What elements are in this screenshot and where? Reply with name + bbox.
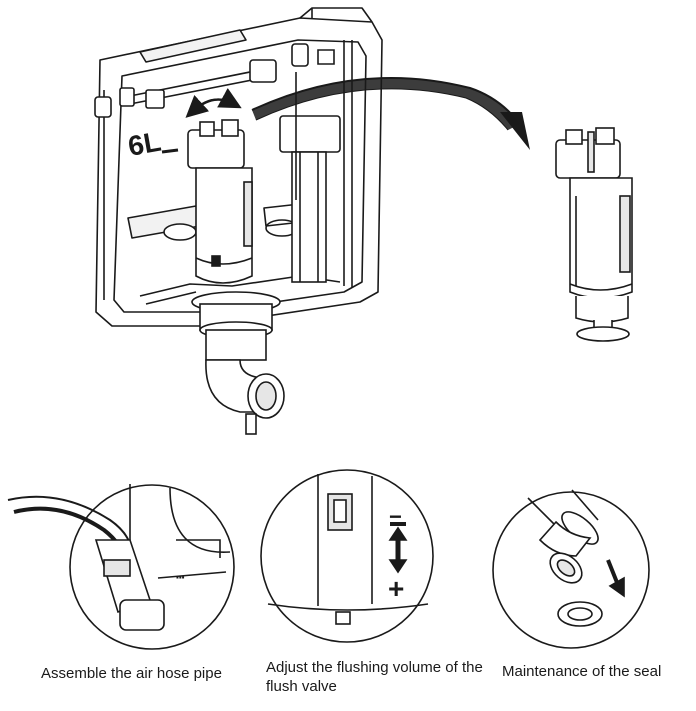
detail-flush-volume (260, 469, 434, 643)
svg-text:▪▪▪: ▪▪▪ (176, 573, 185, 582)
caption-air-hose: Assemble the air hose pipe (41, 665, 222, 682)
outlet-elbow (191, 291, 285, 435)
rotate-arrows (185, 88, 242, 118)
caption-seal: Maintenance of the seal (502, 663, 662, 680)
svg-text:6L: 6L (126, 126, 164, 162)
inlet-hose: 6L (94, 43, 335, 162)
detail-seal (492, 489, 650, 649)
removal-arrow (251, 76, 530, 150)
caption-flush-volume: Adjust the flushing volume of the flush … (266, 659, 483, 695)
plus-sign: + (388, 573, 404, 604)
flush-valve-removed (555, 127, 633, 342)
minus-sign: − (389, 504, 402, 529)
detail-air-hose: ▪▪▪ (7, 484, 235, 650)
